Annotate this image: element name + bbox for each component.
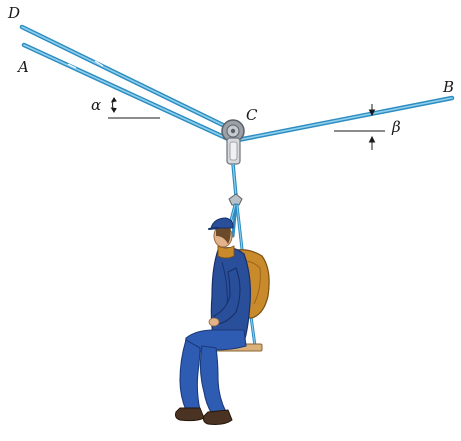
label-c: C <box>246 106 258 124</box>
beta-arrow <box>368 104 376 150</box>
cable-a <box>21 42 229 141</box>
label-a: A <box>16 58 29 76</box>
cable-d <box>19 24 232 131</box>
label-b: B <box>442 78 454 96</box>
cable-b <box>235 95 455 143</box>
pulley <box>221 119 245 165</box>
label-beta: β <box>391 118 401 136</box>
person <box>175 217 270 425</box>
alpha-arrow <box>110 97 117 113</box>
hanger-strap <box>228 163 243 206</box>
label-d: D <box>7 4 20 22</box>
label-alpha: α <box>91 96 101 114</box>
